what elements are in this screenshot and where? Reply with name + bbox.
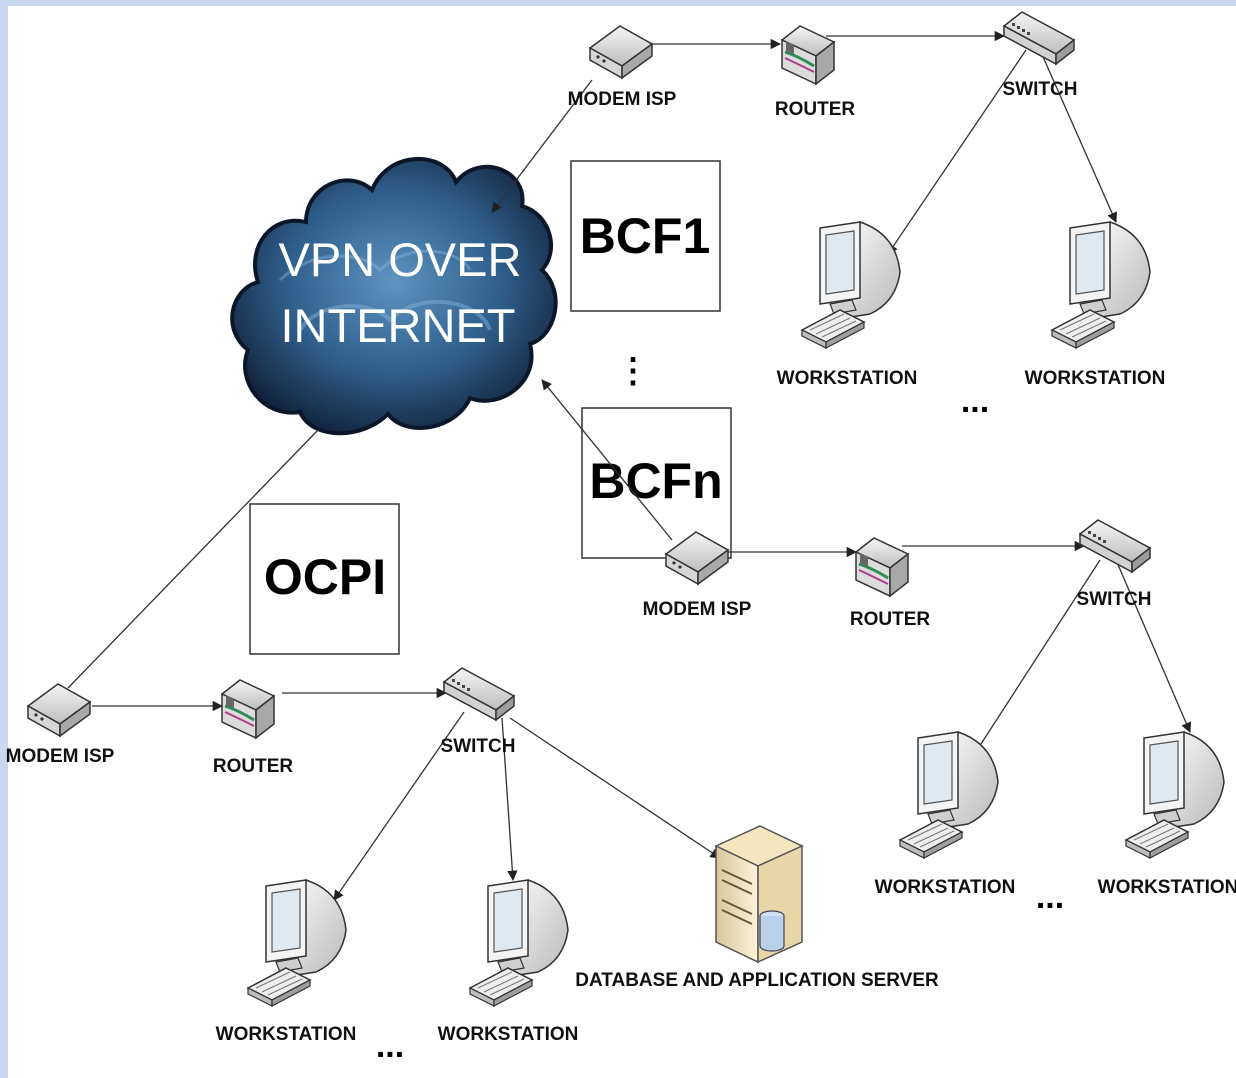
server-label: DATABASE AND APPLICATION SERVER [575, 970, 939, 991]
workstation-icon [801, 221, 901, 349]
ocpi-router-label: ROUTER [213, 756, 294, 777]
vertical-ellipsis: ⋮ [616, 352, 650, 390]
link-bcf1-switch-ws2 [1039, 49, 1117, 223]
link-bcf1-switch-ws1 [887, 49, 1027, 255]
link-bcfn-switch-ws1 [967, 559, 1101, 765]
link-ocpi-cloud-modem [67, 429, 319, 689]
site-label-bcfn: BCFn [589, 453, 722, 509]
bcf1-switch-label: SWITCH [1003, 79, 1078, 100]
cloud-label-line1: VPN OVER [279, 233, 522, 286]
link-ocpi-switch-server [509, 717, 721, 859]
bcf1-modem-label: MODEM ISP [568, 89, 677, 110]
bcfn-workstation-1-label: WORKSTATION [875, 877, 1016, 898]
cloud-label-line2: INTERNET [281, 299, 516, 352]
bcfn-router-label: ROUTER [850, 609, 931, 630]
router-icon [854, 536, 910, 598]
workstation-icon [247, 879, 347, 1007]
modem-icon [27, 683, 91, 737]
switch-icon [1003, 11, 1075, 65]
vpn-cloud: VPN OVER INTERNET [230, 157, 558, 436]
link-bcfn-switch-ws2 [1115, 559, 1192, 733]
site-bcfn: MODEM ISP ROUTER SWITCH WORKSTATION WORK… [643, 519, 1236, 916]
ocpi-workstation-2-label: WORKSTATION [438, 1024, 579, 1045]
workstation-icon [469, 879, 569, 1007]
bcf1-workstation-2-label: WORKSTATION [1025, 368, 1166, 389]
bcfn-workstation-2-label: WORKSTATION [1098, 877, 1236, 898]
ocpi-modem-label: MODEM ISP [6, 746, 115, 767]
site-ocpi: MODEM ISP ROUTER SWITCH WORKSTATION WORK… [6, 667, 939, 1065]
site-box-ocpi: OCPI [249, 503, 400, 655]
ocpi-switch-label: SWITCH [441, 736, 516, 757]
server-icon [714, 825, 804, 964]
bcfn-modem-label: MODEM ISP [643, 599, 752, 620]
site-box-bcf1: BCF1 [570, 160, 721, 312]
connections [67, 30, 1192, 901]
workstation-icon [899, 731, 999, 859]
link-bcf1-modem-cloud [491, 79, 593, 213]
bcf1-workstation-1-label: WORKSTATION [777, 368, 918, 389]
workstation-icon [1051, 221, 1151, 349]
workstation-icon [1125, 731, 1225, 859]
bcfn-ellipsis: ... [1036, 878, 1064, 916]
router-icon [780, 24, 836, 86]
ocpi-ellipsis: ... [376, 1027, 404, 1065]
link-ocpi-switch-ws2 [501, 717, 518, 882]
bcf1-ellipsis: ... [961, 382, 989, 420]
modem-icon [589, 25, 653, 79]
switch-icon [443, 667, 515, 721]
switch-icon [1079, 519, 1151, 573]
site-label-bcf1: BCF1 [580, 208, 711, 264]
site-box-bcfn: BCFn [581, 407, 732, 559]
link-bcfn-modem-cloud [541, 379, 673, 541]
site-bcf1: MODEM ISP ROUTER SWITCH WORKSTATION WORK… [568, 11, 1166, 420]
link-ocpi-switch-ws1 [333, 711, 465, 901]
bcfn-switch-label: SWITCH [1077, 589, 1152, 610]
ocpi-workstation-1-label: WORKSTATION [216, 1024, 357, 1045]
router-icon [220, 678, 276, 740]
site-label-ocpi: OCPI [264, 549, 386, 605]
bcf1-router-label: ROUTER [775, 99, 856, 120]
